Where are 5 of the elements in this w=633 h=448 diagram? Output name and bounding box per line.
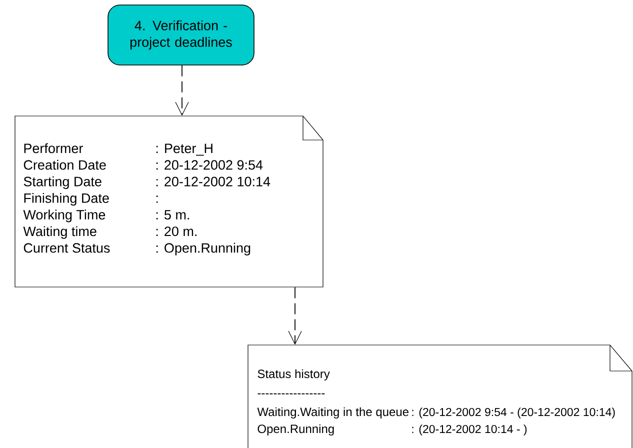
- note-box: Performer : Peter_H Creation Date : 20-12-2002 9:54 Starting Date : 20-12-2002 10:14 Finishing Date : Working Time : 5 m. Waiting time : 20 m. Current Status : Open.Running: [14, 116, 324, 288]
- arrow: [288, 286, 302, 345]
- arrow: [175, 64, 189, 116]
- process-box: 4. Verification - project deadlines: [108, 4, 254, 66]
- note-box: Status history ----------------- Waiting.Waiting in the queue : (20-12-2002 9:54 - (20-12-2002 10:14) Open.Running : (20-12-2002 10:14 - ): [248, 344, 632, 448]
